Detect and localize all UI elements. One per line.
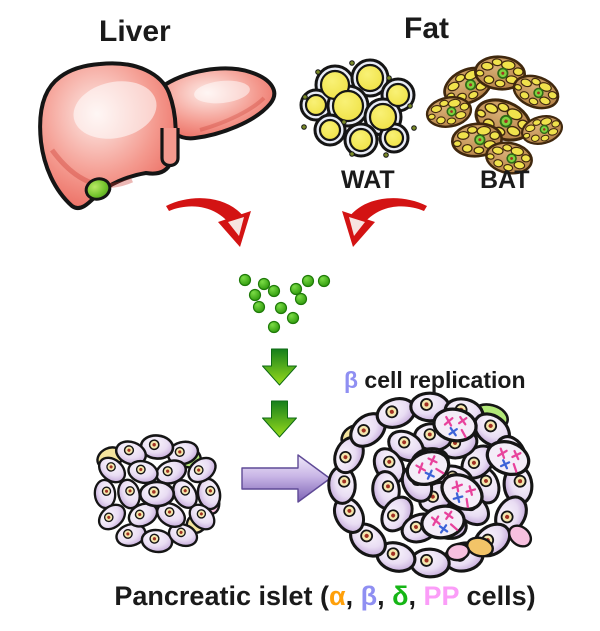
red-arrow-right-icon bbox=[342, 198, 427, 247]
fat-label: Fat bbox=[404, 12, 449, 45]
replication-text: cell replication bbox=[358, 367, 526, 393]
green-arrow-1-icon bbox=[262, 348, 297, 386]
liver-illustration bbox=[38, 61, 277, 211]
bat-label: BAT bbox=[480, 166, 530, 194]
liver-label: Liver bbox=[99, 15, 171, 48]
green-arrow-2-icon bbox=[262, 400, 297, 438]
wat-label: WAT bbox=[341, 166, 395, 194]
pp-label: PP bbox=[423, 581, 460, 611]
small-islet-illustration bbox=[92, 432, 224, 556]
caption-prefix: Pancreatic islet ( bbox=[114, 581, 329, 611]
caption-sep3: , bbox=[408, 581, 424, 611]
caption-suffix: cells) bbox=[459, 581, 536, 611]
beta-cell-replication-label: β cell replication bbox=[344, 368, 526, 392]
caption-sep2: , bbox=[377, 581, 393, 611]
beta-symbol: β bbox=[360, 581, 378, 611]
alpha-symbol: α bbox=[329, 581, 346, 611]
caption-sep1: , bbox=[345, 581, 361, 611]
growth-arrow-icon bbox=[241, 454, 331, 503]
caption: Pancreatic islet (α, β, δ, PP cells) bbox=[50, 582, 600, 610]
gallbladder-icon bbox=[84, 177, 112, 201]
beta-symbol: β bbox=[344, 367, 359, 393]
large-islet-illustration bbox=[326, 390, 535, 580]
secreted-factor-dots bbox=[238, 273, 331, 334]
delta-symbol: δ bbox=[392, 581, 409, 611]
wat-illustration bbox=[299, 58, 417, 158]
bat-illustration bbox=[423, 53, 567, 178]
red-arrow-left-icon bbox=[166, 198, 251, 247]
